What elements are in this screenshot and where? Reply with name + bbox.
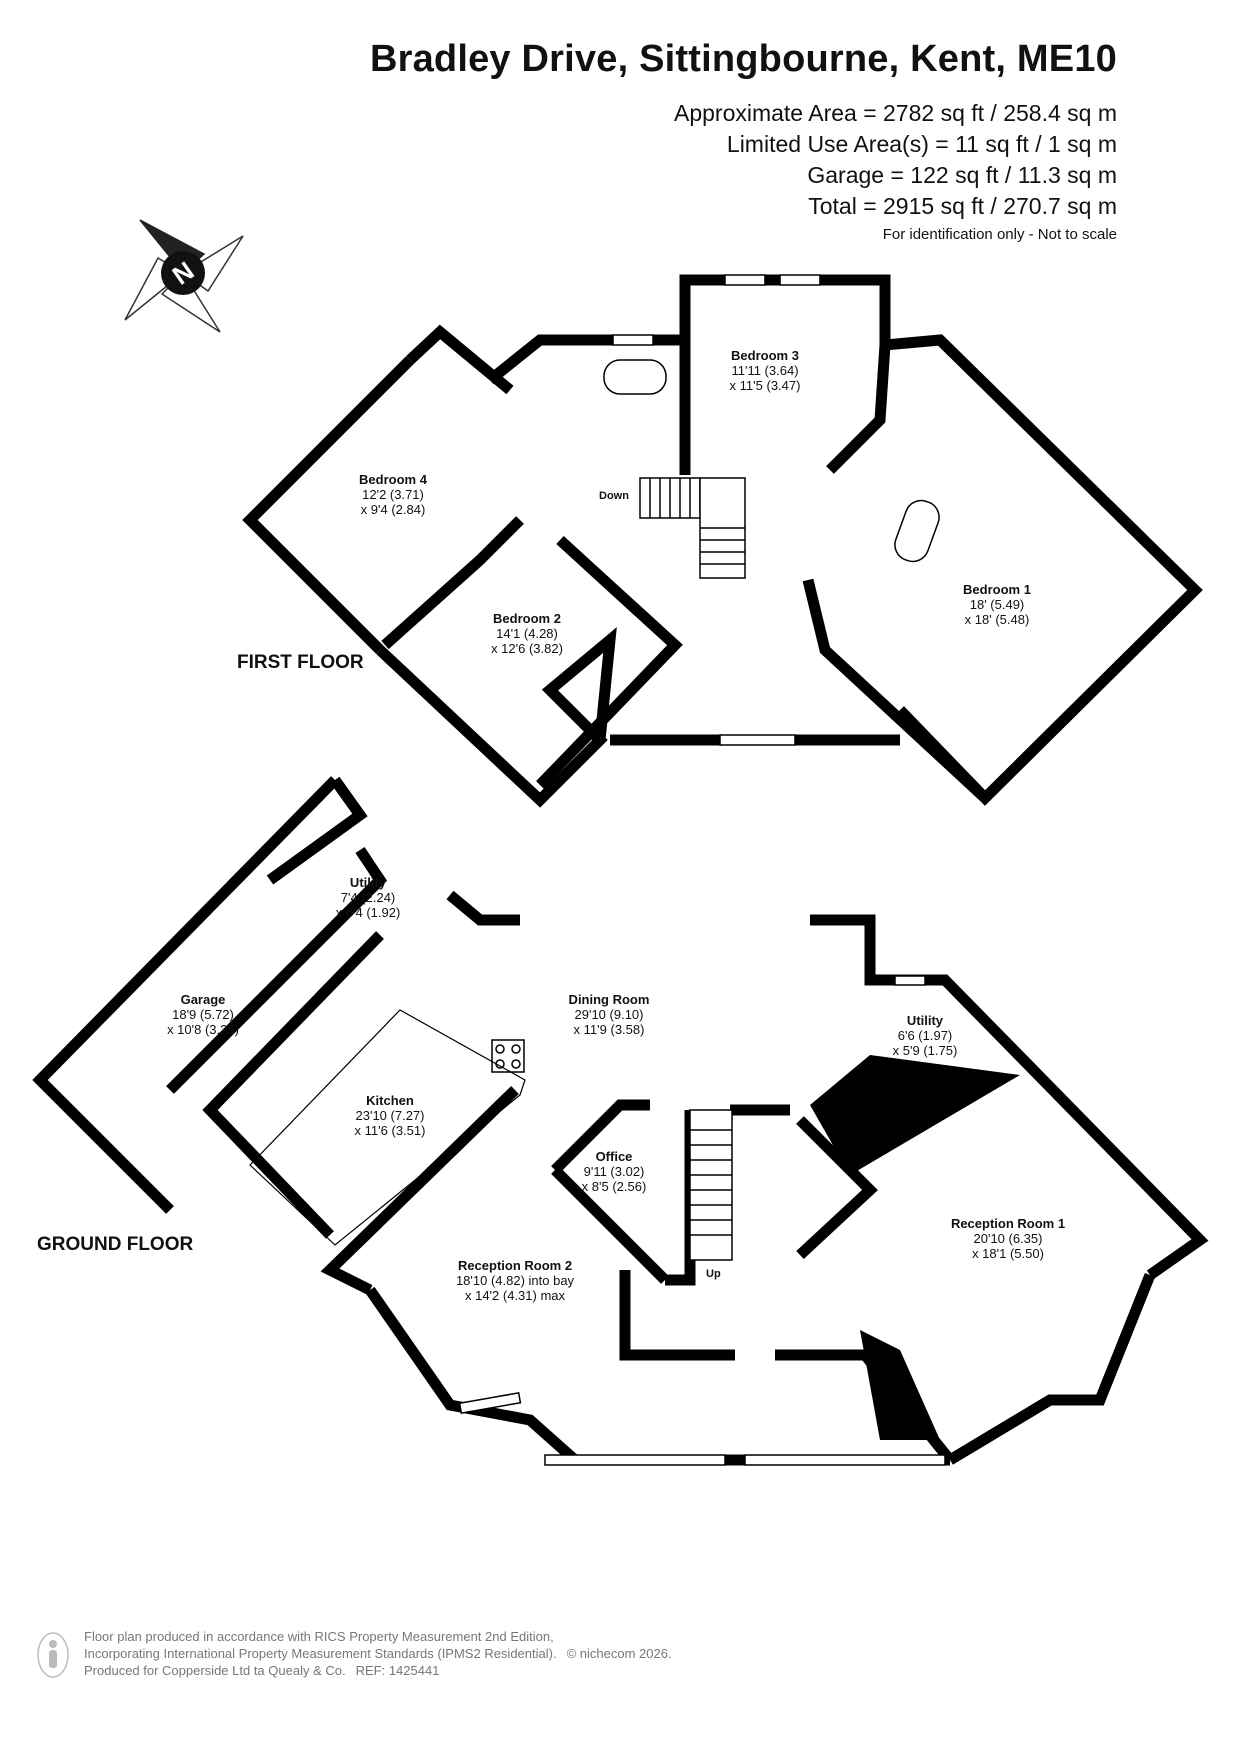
ground-floor-walls (32, 776, 1209, 1466)
room-name: Utility (906, 1013, 944, 1028)
room-name: Bedroom 4 (359, 472, 427, 487)
footer-line-1: Floor plan produced in accordance with R… (84, 1629, 554, 1644)
kitchen-counter (249, 1009, 526, 1246)
room-dims: x 18' (5.48) (964, 612, 1030, 627)
room-name: Utility (349, 875, 387, 890)
bath-fixtures (603, 359, 940, 563)
room-bedroom-3: Bedroom 3 11'11 (3.64) x 11'5 (3.47) (730, 348, 801, 393)
footer-line-2: Incorporating International Property Mea… (84, 1645, 672, 1662)
room-dims: 18' (5.49) (969, 597, 1025, 612)
first-floor-windows (612, 274, 821, 746)
room-dims: 14'1 (4.28) (496, 626, 558, 641)
ground-floor-solid-walls (810, 1055, 1020, 1440)
room-bedroom-4: Bedroom 4 12'2 (3.71) x 9'4 (2.84) (359, 472, 427, 517)
footer-credits: Floor plan produced in accordance with R… (84, 1628, 672, 1679)
room-bedroom-2: Bedroom 2 14'1 (4.28) x 12'6 (3.82) (491, 611, 563, 656)
room-dims: x 12'6 (3.82) (491, 641, 563, 656)
hob-icon (491, 1039, 525, 1073)
room-dims: 23'10 (7.27) (355, 1108, 425, 1123)
ground-floor-stairs (689, 1109, 733, 1261)
room-name: Kitchen (366, 1093, 414, 1108)
room-dims: x 10'8 (3.25) (167, 1022, 239, 1037)
room-bedroom-1: Bedroom 1 18' (5.49) x 18' (5.48) (963, 582, 1031, 627)
room-name: Bedroom 1 (963, 582, 1031, 597)
room-dims: 20'10 (6.35) (973, 1231, 1043, 1246)
garage-area: Garage = 122 sq ft / 11.3 sq m (807, 162, 1117, 188)
person-icon (37, 1632, 69, 1678)
property-address-title: Bradley Drive, Sittingbourne, Kent, ME10 (369, 38, 1117, 80)
room-dims: 29'10 (9.10) (574, 1007, 644, 1022)
total-area: Total = 2915 sq ft / 270.7 sq m (808, 193, 1117, 219)
room-dims: x 5'9 (1.75) (892, 1043, 958, 1058)
room-dims: x 6'4 (1.92) (335, 905, 401, 920)
room-name: Garage (180, 992, 226, 1007)
ground-floor-windows (458, 975, 946, 1466)
room-utility-left: Utility 7'4 (2.24) x 6'4 (1.92) (336, 875, 401, 920)
room-dims: x 11'9 (3.58) (573, 1022, 645, 1037)
room-name: Bedroom 2 (493, 611, 561, 626)
room-dims: 18'10 (4.82) into bay (455, 1273, 575, 1288)
footer-line-2-text: Incorporating International Property Mea… (84, 1646, 557, 1661)
room-name: Bedroom 3 (731, 348, 799, 363)
north-compass-icon: N (124, 219, 244, 333)
room-dims: 18'9 (5.72) (172, 1007, 234, 1022)
room-dims: x 11'5 (3.47) (729, 378, 801, 393)
room-dims: x 8'5 (2.56) (581, 1179, 647, 1194)
stairs-down-label: Down (599, 490, 629, 502)
room-dims: x 9'4 (2.84) (360, 502, 426, 517)
approximate-area: Approximate Area = 2782 sq ft / 258.4 sq… (673, 100, 1117, 126)
ground-floor-label: GROUND FLOOR (37, 1234, 194, 1255)
scale-disclaimer: For identification only - Not to scale (882, 226, 1117, 243)
room-garage: Garage 18'9 (5.72) x 10'8 (3.25) (167, 992, 239, 1037)
footer-copyright: © nichecom 2026. (566, 1646, 672, 1661)
room-reception-room-2: Reception Room 2 18'10 (4.82) into bay x… (456, 1258, 574, 1303)
limited-use-area: Limited Use Area(s) = 11 sq ft / 1 sq m (726, 131, 1117, 157)
stairs-up-label: Up (706, 1268, 721, 1280)
room-dining-room: Dining Room 29'10 (9.10) x 11'9 (3.58) (569, 992, 650, 1037)
room-utility-right: Utility 6'6 (1.97) x 5'9 (1.75) (893, 1013, 958, 1058)
room-dims: x 18'1 (5.50) (972, 1246, 1044, 1261)
first-floor-stairs (639, 477, 746, 579)
footer-line-3: Produced for Copperside Ltd ta Quealy & … (84, 1662, 672, 1679)
room-dims: 6'6 (1.97) (897, 1028, 953, 1043)
room-name: Reception Room 2 (457, 1258, 573, 1273)
room-dims: x 11'6 (3.51) (354, 1123, 426, 1138)
room-dims: x 14'2 (4.31) max (464, 1288, 566, 1303)
room-dims: 9'11 (3.02) (583, 1164, 645, 1179)
room-kitchen: Kitchen 23'10 (7.27) x 11'6 (3.51) (355, 1093, 426, 1138)
room-dims: 12'2 (3.71) (362, 487, 424, 502)
footer-ref: REF: 1425441 (355, 1663, 440, 1678)
footer-line-3-text: Produced for Copperside Ltd ta Quealy & … (84, 1663, 346, 1678)
room-office: Office 9'11 (3.02) x 8'5 (2.56) (582, 1149, 647, 1194)
first-floor-label: FIRST FLOOR (237, 652, 364, 673)
room-name: Dining Room (568, 992, 650, 1007)
room-dims: 7'4 (2.24) (340, 890, 396, 905)
room-dims: 11'11 (3.64) (731, 363, 799, 378)
room-name: Office (595, 1149, 633, 1164)
room-name: Reception Room 1 (950, 1216, 1066, 1231)
room-reception-room-1: Reception Room 1 20'10 (6.35) x 18'1 (5.… (951, 1216, 1065, 1261)
